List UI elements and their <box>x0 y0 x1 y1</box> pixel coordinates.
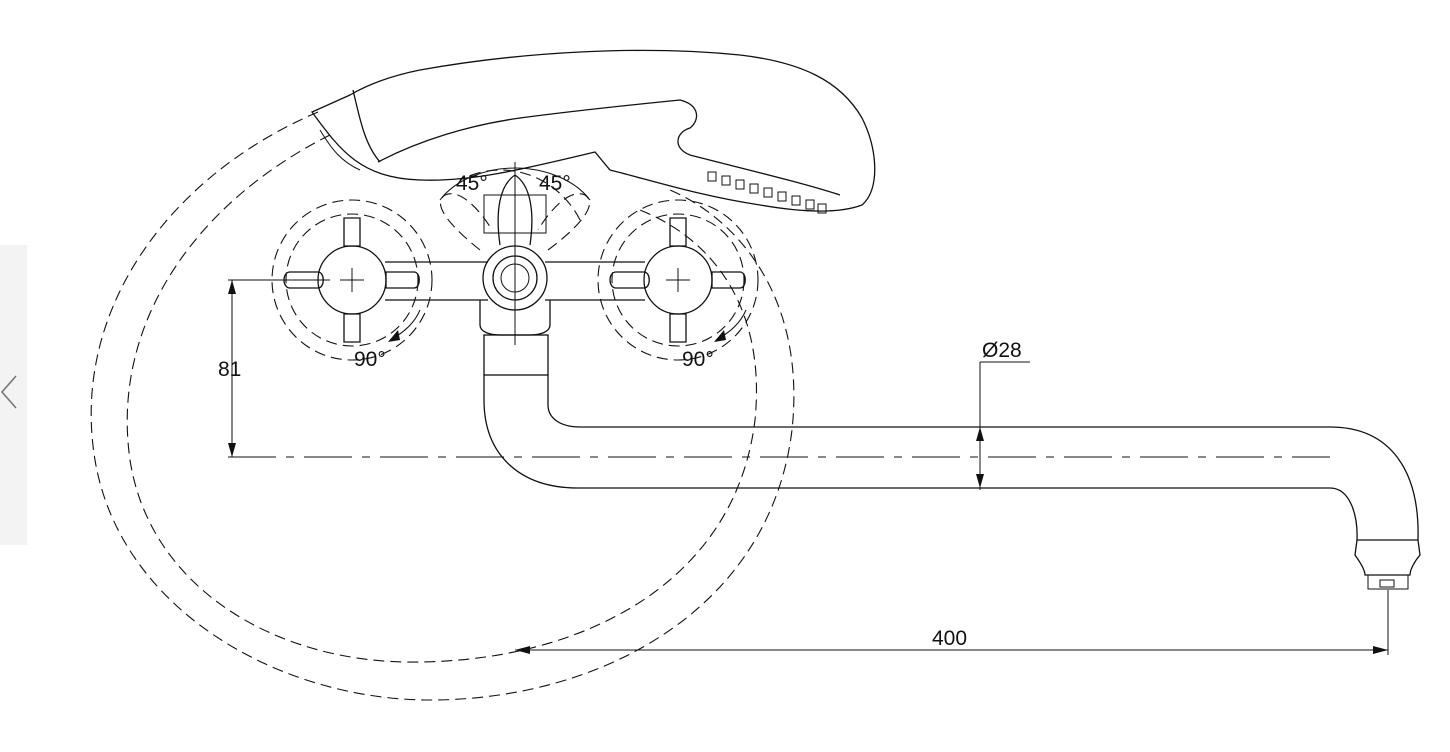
rotation-label-right: 90° <box>682 348 714 371</box>
length-dimension-label: 400 <box>932 627 967 650</box>
shower-head <box>310 49 876 214</box>
angle-label-left: 45° <box>456 172 488 195</box>
height-dimension-label: 81 <box>218 358 241 381</box>
angle-label-right: 45° <box>539 172 571 195</box>
shower-hose <box>90 111 795 701</box>
diverter-lever <box>439 162 591 345</box>
diameter-dimension <box>976 361 1030 490</box>
spray-nozzles <box>707 171 827 214</box>
diameter-dimension-label: Ø28 <box>982 339 1022 362</box>
height-dimension <box>228 279 330 457</box>
right-valve-handle <box>597 199 759 361</box>
mixer-body <box>385 245 645 336</box>
rotation-label-left: 90° <box>354 348 386 371</box>
spout-pipe <box>228 334 1421 590</box>
chevron-left-icon[interactable] <box>0 372 22 412</box>
length-dimension <box>515 590 1389 655</box>
